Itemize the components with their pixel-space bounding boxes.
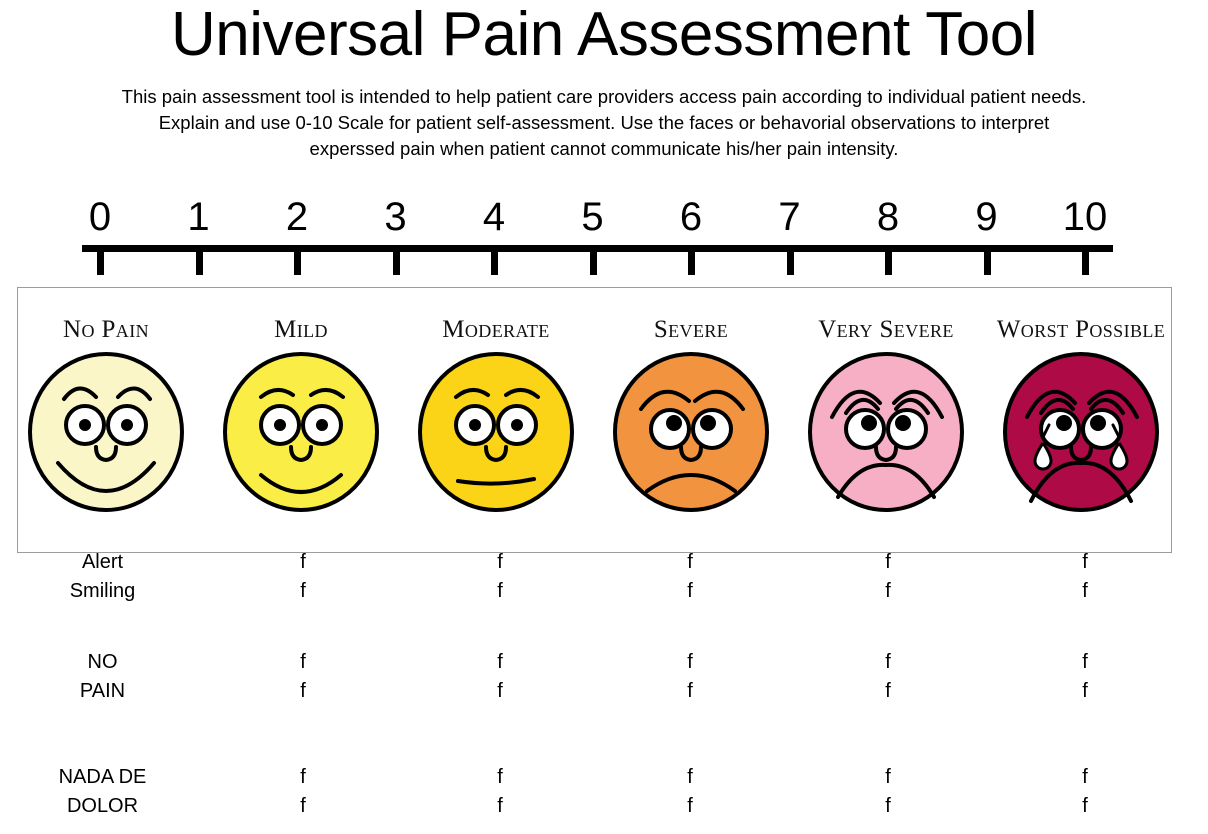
scale-tick-6 — [688, 251, 695, 275]
face-label-4: Very Severe — [818, 316, 954, 343]
scale-number-0: 0 — [88, 195, 112, 239]
face-label-1: Mild — [274, 316, 328, 343]
row-label-behavioral-observation-1: Smiling — [69, 580, 136, 602]
scale-tick-5 — [589, 251, 597, 275]
row-mark: f — [1082, 580, 1088, 602]
scale-tick-0 — [97, 251, 104, 275]
row-mark: f — [885, 651, 891, 673]
pain-number-scale: 0 1 2 3 4 5 6 7 8 9 10 — [0, 196, 1208, 282]
row-mark: f — [497, 580, 503, 602]
row-mark: f — [885, 795, 891, 817]
page-title: Universal Pain Assessment Tool — [170, 0, 1038, 69]
row-mark: f — [687, 795, 693, 817]
row-mark: f — [687, 651, 693, 673]
row-line: PAIN f f f f f — [0, 677, 1208, 706]
row-mark: f — [1082, 651, 1088, 673]
scale-number-4: 4 — [482, 195, 506, 239]
row-line: Alert f f f f f — [0, 548, 1208, 577]
intro-line-2: Explain and use 0-10 Scale for patient s… — [158, 112, 1050, 133]
row-label-behavioral-observation-0: Alert — [81, 551, 124, 573]
row-mark: f — [300, 795, 306, 817]
smiley-crying-face — [1003, 352, 1159, 512]
face-label-5: Worst Possible — [996, 316, 1166, 343]
scale-number-6: 6 — [679, 195, 703, 239]
row-mark: f — [885, 680, 891, 702]
scale-tick-4 — [491, 251, 498, 275]
row-mark: f — [300, 680, 306, 702]
intro-line-1: This pain assessment tool is intended to… — [121, 86, 1087, 107]
row-mark: f — [885, 766, 891, 788]
row-mark: f — [687, 551, 693, 573]
smiley-sad-face — [808, 352, 964, 512]
scale-tick-2 — [294, 251, 301, 275]
face-label-0: No Pain — [63, 316, 149, 343]
row-mark: f — [687, 680, 693, 702]
scale-number-1: 1 — [187, 195, 210, 239]
row-label-spanish-pain-scale-1: DOLOR — [66, 795, 139, 817]
row-label-spanish-pain-scale-0: NADA DE — [58, 766, 147, 788]
scale-bar — [82, 245, 1113, 252]
row-mark: f — [497, 651, 503, 673]
scale-number-7: 7 — [778, 195, 801, 239]
row-mark: f — [687, 580, 693, 602]
scale-number-10: 10 — [1062, 195, 1108, 239]
row-line: NADA DE f f f f f — [0, 763, 1208, 792]
row-mark: f — [497, 766, 503, 788]
scale-number-3: 3 — [384, 195, 407, 239]
row-mark: f — [497, 551, 503, 573]
scale-tick-9 — [983, 251, 991, 275]
row-mark: f — [885, 580, 891, 602]
smiley-mild-face — [223, 352, 379, 512]
row-mark: f — [885, 551, 891, 573]
row-line: DOLOR f f f f f — [0, 792, 1208, 821]
scale-tick-7 — [786, 251, 794, 275]
row-label-english-pain-scale-1: PAIN — [79, 680, 126, 702]
row-label-english-pain-scale-0: NO — [87, 651, 118, 673]
row-mark: f — [1082, 766, 1088, 788]
smiley-frown-face — [613, 352, 769, 512]
row-mark: f — [300, 766, 306, 788]
intro-line-3: experssed pain when patient cannot commu… — [309, 138, 899, 159]
intro-description: This pain assessment tool is intended to… — [14, 84, 1194, 162]
row-mark: f — [1082, 551, 1088, 573]
row-mark: f — [1082, 680, 1088, 702]
row-mark: f — [687, 766, 693, 788]
smiley-neutral-face — [418, 352, 574, 512]
scale-tick-3 — [392, 251, 400, 275]
row-line: NO f f f f f — [0, 648, 1208, 677]
smiley-happy-face — [28, 352, 184, 512]
row-mark: f — [497, 680, 503, 702]
row-mark: f — [300, 551, 306, 573]
row-mark: f — [300, 580, 306, 602]
scale-number-8: 8 — [876, 195, 900, 239]
face-label-2: Moderate — [442, 316, 550, 343]
scale-tick-1 — [195, 251, 203, 275]
scale-tick-8 — [885, 251, 892, 275]
scale-tick-10 — [1082, 251, 1089, 275]
row-line: Smiling f f f f f — [0, 577, 1208, 606]
scale-number-2: 2 — [285, 195, 309, 239]
row-mark: f — [497, 795, 503, 817]
scale-number-5: 5 — [581, 195, 604, 239]
face-label-3: Severe — [653, 316, 729, 343]
row-mark: f — [1082, 795, 1088, 817]
row-mark: f — [300, 651, 306, 673]
faces-panel: No Pain Mild Moderate Severe Very Severe Wors… — [17, 287, 1172, 553]
scale-number-9: 9 — [975, 195, 998, 239]
